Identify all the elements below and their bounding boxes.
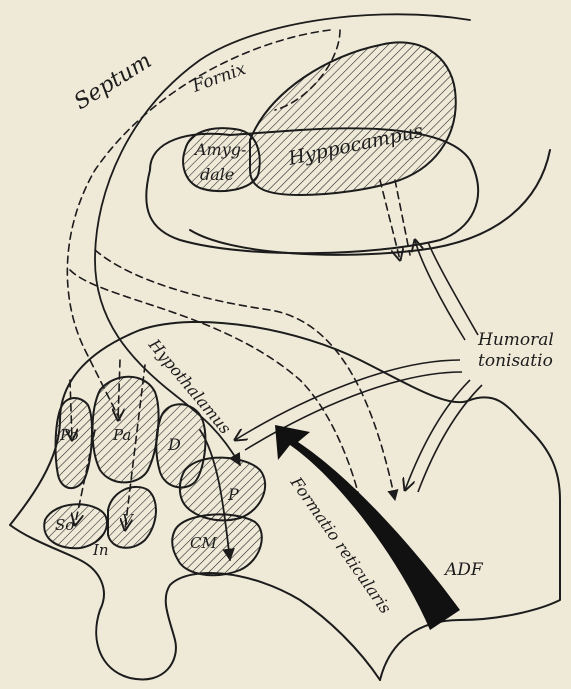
- label-p: P: [227, 485, 239, 504]
- label-septum: Septum: [70, 48, 156, 115]
- label-so: So: [55, 516, 74, 534]
- label-formatio-reticularis: Formatio reticularis: [286, 473, 395, 617]
- label-amygdale-2: dale: [200, 165, 234, 184]
- humoral-arrow-3: [405, 380, 470, 490]
- label-d: D: [167, 435, 181, 454]
- label-fornix: Fornix: [189, 59, 249, 97]
- label-humoral-1: Humoral: [477, 330, 554, 350]
- label-in: In: [92, 541, 109, 559]
- label-amygdale-1: Amyg-: [193, 140, 246, 159]
- label-pa: Pa: [112, 426, 131, 444]
- label-po: Po: [59, 426, 79, 444]
- nucleus-p: [180, 458, 265, 521]
- label-cm: CM: [190, 534, 217, 552]
- label-adf: ADF: [443, 560, 484, 580]
- nucleus-cm: [172, 514, 262, 575]
- brainstem-outline: [10, 322, 560, 680]
- label-humoral-2: tonisatio: [478, 351, 553, 371]
- humoral-arrow-2: [235, 360, 460, 440]
- hippocampus-efferent-2: [395, 180, 410, 255]
- humoral-arrow-1: [415, 240, 465, 340]
- hyppocampus-region: [250, 42, 456, 195]
